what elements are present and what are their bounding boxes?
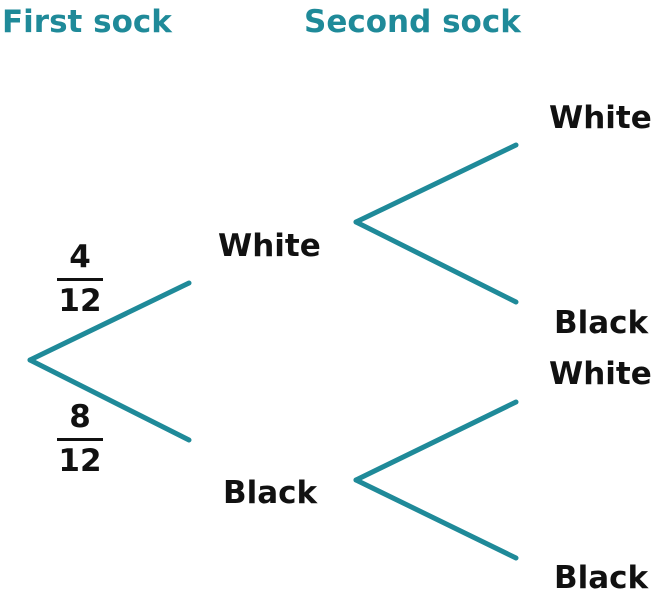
label-white-white: White (549, 100, 652, 136)
label-first-white: White (218, 228, 321, 264)
prob-first-white-numerator: 4 (69, 239, 91, 275)
label-first-black: Black (223, 475, 318, 511)
branch-first-black (27, 357, 192, 443)
prob-first-black-denominator: 12 (58, 443, 102, 479)
label-black-black: Black (554, 560, 649, 596)
prob-first-black: 8 12 (55, 400, 105, 478)
prob-first-white: 4 12 (55, 240, 105, 318)
branch-white-black (353, 219, 519, 305)
branch-black-white (353, 399, 519, 483)
prob-first-white-denominator: 12 (58, 283, 102, 319)
label-white-black: Black (554, 305, 649, 341)
branch-black-black (353, 477, 519, 561)
label-black-white: White (549, 356, 652, 392)
branch-white-white (353, 142, 519, 225)
prob-first-black-numerator: 8 (69, 399, 91, 435)
fraction-bar (57, 438, 103, 441)
header-first-sock: First sock (2, 4, 172, 40)
fraction-bar (57, 278, 103, 281)
header-second-sock: Second sock (304, 4, 521, 40)
branch-first-white (27, 280, 192, 363)
